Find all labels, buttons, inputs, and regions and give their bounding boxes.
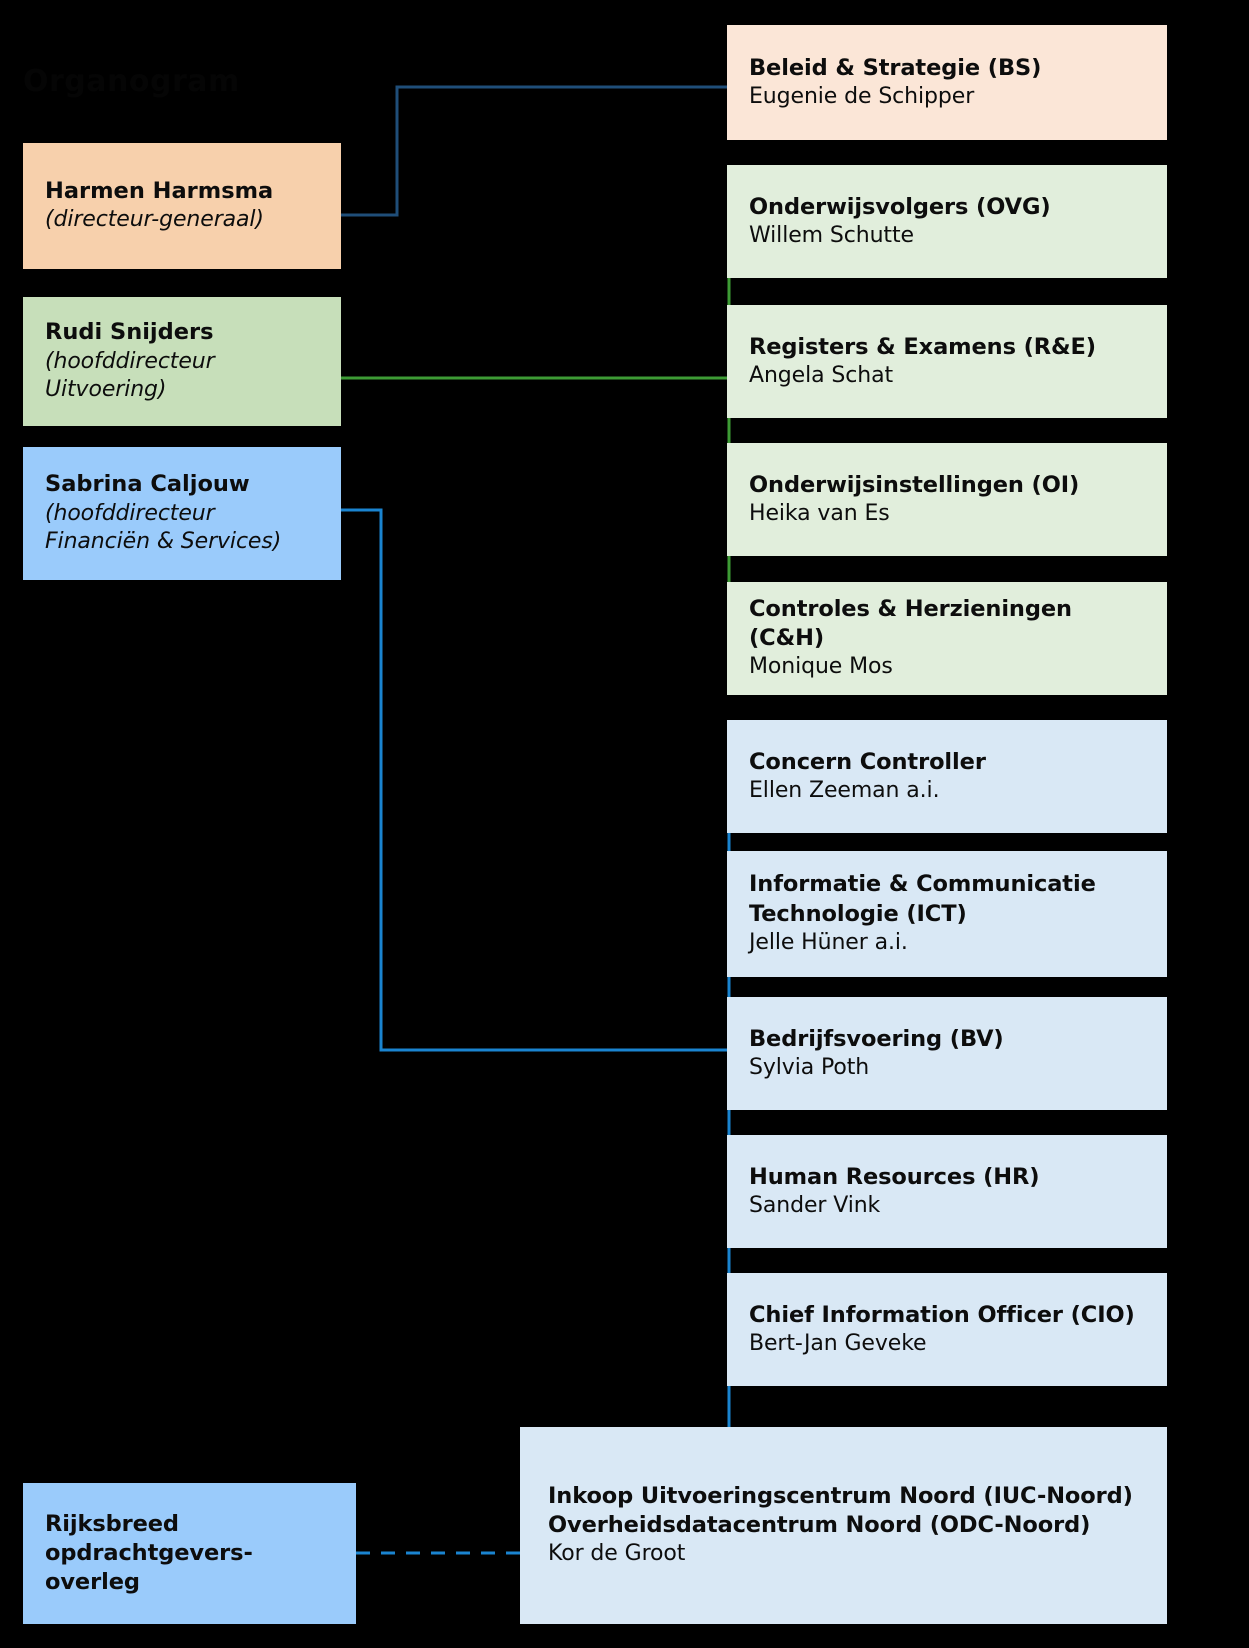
unit-title: Concern Controller xyxy=(749,748,986,775)
unit-person: Jelle Hüner a.i. xyxy=(749,929,908,955)
node-hoofddirecteur-uitvoering[interactable]: Rudi Snijders (hoofddirecteur Uitvoering… xyxy=(23,297,341,426)
unit-person: Sylvia Poth xyxy=(749,1054,870,1080)
unit-person: Bert-Jan Geveke xyxy=(749,1330,927,1356)
node-human-resources[interactable]: Human Resources (HR) Sander Vink xyxy=(727,1135,1167,1248)
node-controles-herzieningen[interactable]: Controles & Herzieningen (C&H) Monique M… xyxy=(727,582,1167,695)
leader-name: Sabrina Caljouw xyxy=(45,471,250,498)
unit-person: Ellen Zeeman a.i. xyxy=(749,777,940,803)
unit-title: Informatie & Communicatie Technologie (I… xyxy=(749,871,1096,927)
connector-uitvoering xyxy=(339,230,770,671)
leader-role: (hoofddirecteur Financiën & Services) xyxy=(45,500,282,555)
unit-person: Angela Schat xyxy=(749,362,893,388)
unit-title: Chief Information Officer (CIO) xyxy=(749,1301,1135,1328)
leader-role: (hoofddirecteur Uitvoering) xyxy=(45,348,215,403)
node-chief-information-officer[interactable]: Chief Information Officer (CIO) Bert-Jan… xyxy=(727,1273,1167,1386)
unit-title: Onderwijsvolgers (OVG) xyxy=(749,193,1051,220)
node-bedrijfsvoering[interactable]: Bedrijfsvoering (BV) Sylvia Poth xyxy=(727,997,1167,1110)
node-concern-controller[interactable]: Concern Controller Ellen Zeeman a.i. xyxy=(727,720,1167,833)
node-hoofddirecteur-financien-services[interactable]: Sabrina Caljouw (hoofddirecteur Financië… xyxy=(23,447,341,580)
bottom-left-title: Rijksbreed opdrachtgevers-overleg xyxy=(45,1510,253,1596)
page-title: Organogram xyxy=(23,64,240,99)
unit-person: Monique Mos xyxy=(749,654,893,680)
node-iuc-odc-noord[interactable]: Inkoop Uitvoeringscentrum Noord (IUC-Noo… xyxy=(520,1427,1167,1624)
bottom-right-title-line2: Overheidsdatacentrum Noord (ODC-Noord) xyxy=(548,1512,1091,1539)
unit-title: Beleid & Strategie (BS) xyxy=(749,54,1042,81)
leader-role: (directeur-generaal) xyxy=(45,207,264,233)
connector-financien-services xyxy=(339,508,770,1434)
connector-dg-to-bs xyxy=(339,85,733,217)
unit-title: Controles & Herzieningen (C&H) xyxy=(749,595,1072,652)
unit-person: Eugenie de Schipper xyxy=(749,83,975,109)
unit-title: Registers & Examens (R&E) xyxy=(749,333,1096,360)
node-beleid-strategie[interactable]: Beleid & Strategie (BS) Eugenie de Schip… xyxy=(727,25,1167,140)
leader-name: Harmen Harmsma xyxy=(45,178,274,205)
bottom-right-title-line1: Inkoop Uitvoeringscentrum Noord (IUC-Noo… xyxy=(548,1482,1133,1509)
bottom-right-person: Kor de Groot xyxy=(548,1541,686,1567)
node-directeur-generaal[interactable]: Harmen Harmsma (directeur-generaal) xyxy=(23,143,341,269)
unit-title: Bedrijfsvoering (BV) xyxy=(749,1025,1004,1052)
node-ict[interactable]: Informatie & Communicatie Technologie (I… xyxy=(727,851,1167,977)
leader-name: Rudi Snijders xyxy=(45,319,214,346)
unit-title: Onderwijsinstellingen (OI) xyxy=(749,471,1080,498)
node-onderwijsinstellingen[interactable]: Onderwijsinstellingen (OI) Heika van Es xyxy=(727,443,1167,556)
node-rijksbreed-opdrachtgeversoverleg[interactable]: Rijksbreed opdrachtgevers-overleg xyxy=(23,1483,356,1624)
unit-title: Human Resources (HR) xyxy=(749,1163,1040,1190)
unit-person: Willem Schutte xyxy=(749,222,914,248)
node-registers-examens[interactable]: Registers & Examens (R&E) Angela Schat xyxy=(727,305,1167,418)
unit-person: Sander Vink xyxy=(749,1192,881,1218)
unit-person: Heika van Es xyxy=(749,500,890,526)
node-onderwijsvolgers[interactable]: Onderwijsvolgers (OVG) Willem Schutte xyxy=(727,165,1167,278)
